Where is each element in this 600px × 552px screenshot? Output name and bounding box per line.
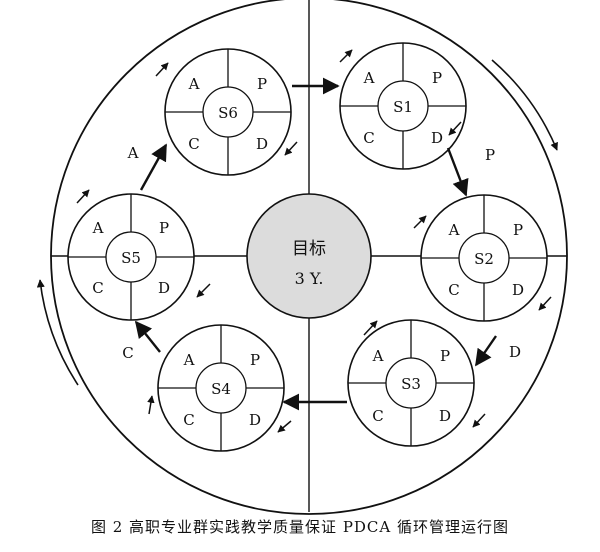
quadrant-a: A: [188, 75, 200, 93]
cycle-s4: S4 A P C D: [157, 324, 285, 452]
cycle-id: S1: [393, 98, 413, 116]
quadrant-a: A: [363, 69, 375, 87]
quadrant-p: P: [432, 69, 442, 87]
small-arrow: [538, 296, 552, 311]
arrow-s5-to-s6: [139, 143, 168, 191]
cycle-s3: S3 A P C D: [347, 319, 475, 447]
quadrant-c: C: [92, 279, 103, 297]
quadrant-p: P: [257, 75, 267, 93]
cycle-id: S2: [474, 250, 494, 268]
quadrant-p: P: [159, 219, 169, 237]
cycle-s5: S5 A P C D: [67, 193, 195, 321]
phase-label-p: P: [485, 146, 495, 164]
goal-circle: [246, 193, 372, 319]
outer-arrow-right: [491, 59, 558, 151]
quadrant-p: P: [250, 351, 260, 369]
cycle-s6: S6 A P C D: [164, 48, 292, 176]
small-arrow: [76, 189, 90, 204]
phase-label-c: C: [122, 344, 133, 362]
small-arrow: [147, 395, 155, 415]
figure-caption: 图 2 高职专业群实践教学质量保证 PDCA 循环管理运行图: [90, 518, 510, 536]
arrow-s2-to-s3: [475, 335, 497, 367]
quadrant-c: C: [363, 129, 374, 147]
phase-label-d: D: [509, 343, 521, 361]
small-arrow: [413, 215, 427, 229]
quadrant-c: C: [372, 407, 383, 425]
goal-subtitle: 3 Y.: [295, 269, 324, 288]
cycle-s1: S1 A P C D: [339, 42, 467, 170]
small-arrow: [284, 141, 298, 156]
phase-label-a: A: [127, 144, 139, 162]
small-arrow: [155, 62, 169, 77]
quadrant-d: D: [256, 135, 268, 153]
goal-title: 目标: [292, 239, 326, 259]
quadrant-d: D: [439, 407, 451, 425]
cycle-id: S3: [401, 375, 421, 393]
quadrant-a: A: [372, 347, 384, 365]
quadrant-d: D: [249, 411, 261, 429]
arrow-s4-to-s5: [134, 320, 161, 353]
quadrant-d: D: [512, 281, 524, 299]
quadrant-p: P: [440, 347, 450, 365]
quadrant-a: A: [183, 351, 195, 369]
cycle-id: S6: [218, 104, 238, 122]
quadrant-c: C: [448, 281, 459, 299]
cycle-s2: S2 A P C D: [420, 194, 548, 322]
small-arrow: [277, 420, 292, 433]
outer-arrow-left: [36, 279, 79, 386]
quadrant-p: P: [513, 221, 523, 239]
small-arrow: [339, 49, 353, 63]
small-arrow: [448, 121, 462, 136]
quadrant-c: C: [188, 135, 199, 153]
cycle-id: S4: [211, 380, 231, 398]
quadrant-c: C: [183, 411, 194, 429]
small-arrow: [472, 413, 486, 428]
small-arrow: [363, 320, 378, 336]
quadrant-a: A: [448, 221, 460, 239]
quadrant-a: A: [92, 219, 104, 237]
quadrant-d: D: [158, 279, 170, 297]
cycle-id: S5: [121, 249, 141, 267]
arrow-s1-to-s2: [446, 147, 469, 197]
quadrant-d: D: [431, 129, 443, 147]
small-arrow: [196, 283, 211, 298]
